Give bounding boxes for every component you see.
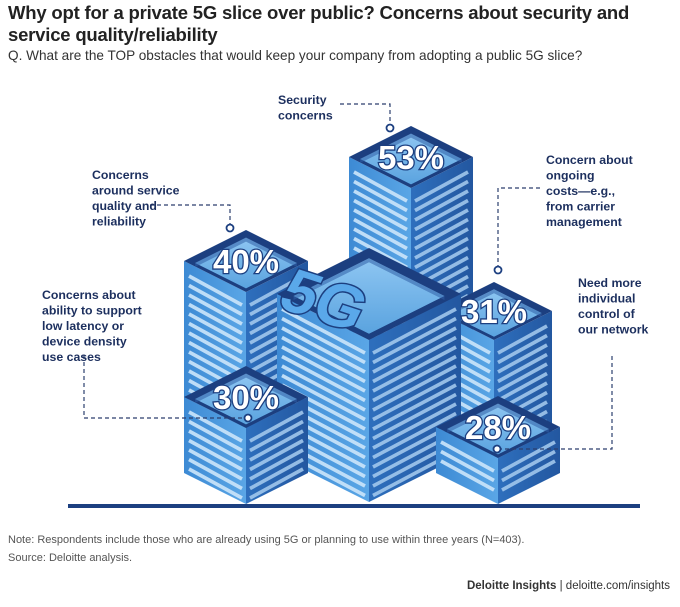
leader-dot-3 [493,265,503,275]
credit-site: deloitte.com/insights [565,580,670,592]
leader-dot-4 [243,413,253,423]
leader-line-3 [497,187,540,270]
value-label-3: 31% [461,293,527,330]
buildings-layer [184,126,560,504]
connectors-layer [83,103,613,454]
footnote: Note: Respondents include those who are … [8,534,525,546]
credit-separator: | [556,580,566,592]
value-label-1: 53% [378,139,444,176]
leader-line-4 [83,355,248,419]
leader-line-2 [150,204,231,228]
credit-line: Deloitte Insights | deloitte.com/insight… [467,580,670,592]
leader-line-5 [497,356,613,450]
building-4 [184,366,308,504]
leader-dot-5 [492,444,502,454]
source-note: Source: Deloitte analysis. [8,552,133,564]
value-label-2: 40% [213,243,279,280]
chart-title: Why opt for a private 5G slice over publ… [8,2,630,45]
leader-dot-2 [225,223,235,233]
value-label-4: 30% [213,379,279,416]
credit-brand: Deloitte Insights [466,580,557,592]
building-5 [436,396,560,504]
survey-question: Q. What are the TOP obstacles that would… [8,48,583,63]
leader-line-1 [340,103,391,128]
value-label-5: 28% [465,409,531,446]
leader-dot-1 [385,123,395,133]
